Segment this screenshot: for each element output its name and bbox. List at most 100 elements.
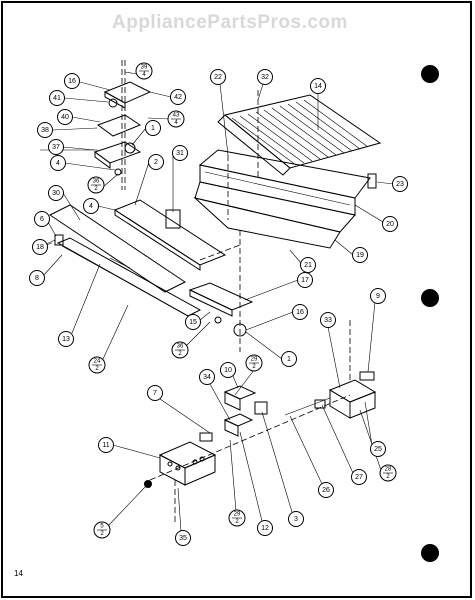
callout-bubble: 13 bbox=[58, 331, 74, 347]
callout-label: 13 bbox=[62, 336, 70, 343]
leader-line bbox=[245, 331, 283, 360]
callout-circle bbox=[49, 90, 65, 106]
leader-line bbox=[229, 439, 237, 512]
callout-label: 7 bbox=[153, 390, 157, 397]
callout-bubble: 4 bbox=[83, 198, 99, 214]
callout-label: 3 bbox=[294, 516, 298, 523]
callout-bubble: 14 bbox=[310, 78, 326, 94]
callout-circle bbox=[29, 270, 45, 286]
leader-line bbox=[244, 279, 299, 301]
leader-line bbox=[112, 444, 161, 459]
callout-label: 9 bbox=[376, 293, 380, 300]
leader-line bbox=[97, 205, 116, 211]
leader-line bbox=[359, 409, 382, 471]
leader-line bbox=[327, 326, 341, 389]
callout-bubble: 27 bbox=[351, 469, 367, 485]
callout-bubble: 32 bbox=[257, 69, 273, 85]
fraction-callout: 362 bbox=[171, 341, 189, 359]
callout-label: 16 bbox=[68, 78, 76, 85]
leader-line bbox=[134, 161, 150, 206]
punch-hole-top bbox=[421, 65, 439, 83]
callout-bubble: 9 bbox=[370, 288, 386, 304]
callout-label: 15 bbox=[189, 319, 197, 326]
callout-bubble: 11 bbox=[98, 437, 114, 453]
callout-label: 6 bbox=[40, 216, 44, 223]
callout-label: 38 bbox=[41, 127, 49, 134]
callout-bubble: 22 bbox=[210, 69, 226, 85]
control-bezels-drawing bbox=[199, 385, 268, 442]
callout-circle bbox=[292, 304, 308, 320]
callout-label: 31 bbox=[176, 150, 184, 157]
damper-assembly-drawing bbox=[284, 320, 377, 419]
callout-bubble: 23 bbox=[392, 176, 408, 192]
callout-bubble: 4 bbox=[50, 155, 66, 171]
callout-bubble: 26 bbox=[318, 482, 334, 498]
callout-circle bbox=[185, 314, 201, 330]
callout-circle bbox=[220, 362, 236, 378]
callout-circle bbox=[351, 469, 367, 485]
leader-line bbox=[257, 83, 264, 101]
callout-circle bbox=[147, 385, 163, 401]
leader-line bbox=[232, 375, 239, 389]
callout-circle bbox=[370, 288, 386, 304]
callout-bubble: 37 bbox=[48, 139, 64, 155]
callout-bubble: 33 bbox=[320, 312, 336, 328]
callout-circle bbox=[210, 69, 226, 85]
fraction-denominator: 2 bbox=[235, 519, 239, 525]
callout-label: 22 bbox=[214, 74, 222, 81]
leader-line bbox=[149, 91, 172, 98]
control-top-assembly-drawing bbox=[40, 60, 152, 190]
fraction-denominator: 2 bbox=[100, 531, 104, 537]
fraction-denominator: 2 bbox=[386, 474, 390, 480]
leader-line bbox=[42, 254, 63, 277]
callout-label: 27 bbox=[355, 474, 363, 481]
callout-bubble: 38 bbox=[37, 122, 53, 138]
leader-line bbox=[71, 116, 101, 123]
fraction-denominator: 2 bbox=[252, 364, 256, 370]
leader-line bbox=[289, 249, 302, 264]
callout-circle bbox=[318, 482, 334, 498]
callout-label: 18 bbox=[36, 244, 44, 251]
leader-line bbox=[62, 192, 81, 221]
callout-label: 21 bbox=[304, 262, 312, 269]
leader-line bbox=[124, 71, 138, 75]
callout-label: 14 bbox=[314, 83, 322, 90]
callout-label: 2 bbox=[154, 159, 158, 166]
fraction-denominator: 2 bbox=[178, 351, 182, 357]
callout-bubble: 41 bbox=[49, 90, 65, 106]
callout-bubble: 1 bbox=[145, 120, 161, 136]
leader-line bbox=[245, 311, 294, 331]
callout-bubble: 7 bbox=[147, 385, 163, 401]
callout-label: 8 bbox=[35, 275, 39, 282]
callout-bubble: 19 bbox=[352, 247, 368, 263]
callout-circle bbox=[145, 120, 161, 136]
callout-bubble: 30 bbox=[48, 185, 64, 201]
callout-bubble: 35 bbox=[175, 530, 191, 546]
leader-line bbox=[239, 431, 263, 522]
callout-circle bbox=[32, 239, 48, 255]
callout-label: 34 bbox=[203, 374, 211, 381]
callout-circle bbox=[352, 247, 368, 263]
callout-label: 19 bbox=[356, 252, 364, 259]
callout-circle bbox=[300, 257, 316, 273]
leader-line bbox=[79, 81, 111, 91]
callout-label: 25 bbox=[374, 446, 382, 453]
callout-bubble: 16 bbox=[64, 73, 80, 89]
callout-label: 30 bbox=[52, 190, 60, 197]
callout-label: 4 bbox=[56, 160, 60, 167]
callout-label: 17 bbox=[301, 277, 309, 284]
callout-circle bbox=[170, 89, 186, 105]
fraction-denominator: 2 bbox=[94, 186, 98, 192]
callout-circle bbox=[48, 185, 64, 201]
callout-circle bbox=[310, 78, 326, 94]
leader-line bbox=[261, 411, 293, 513]
leader-line bbox=[185, 321, 211, 347]
watermark-text: AppliancePartsPros.com bbox=[112, 12, 348, 33]
callout-bubble: 40 bbox=[57, 109, 73, 125]
fraction-numerator: 5 bbox=[100, 524, 104, 530]
callout-label: 10 bbox=[224, 367, 232, 374]
callout-label: 33 bbox=[324, 317, 332, 324]
